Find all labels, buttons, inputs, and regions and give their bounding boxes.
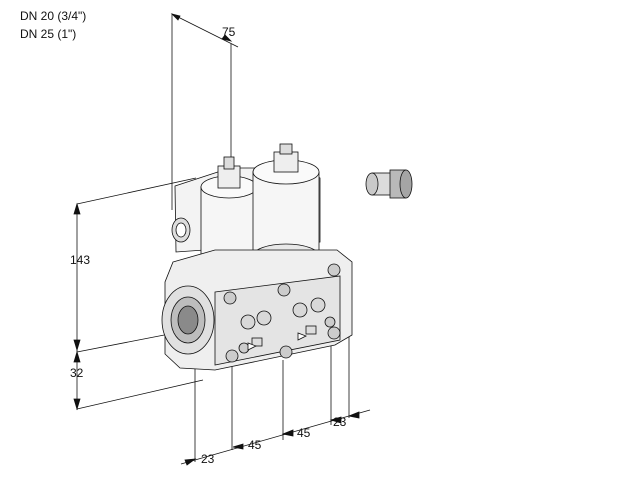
dimension-143: 143 — [70, 253, 91, 267]
dimension-45-second: 45 — [297, 426, 311, 440]
dimension-75: 75 — [222, 25, 236, 39]
header-dn20: DN 20 (3/4") — [20, 9, 87, 23]
cable-gland — [365, 169, 413, 199]
header-dn25: DN 25 (1") — [20, 27, 77, 41]
dimension-32: 32 — [70, 366, 84, 380]
dimension-45-first: 45 — [248, 438, 262, 452]
dimension-23-right: 23 — [333, 415, 347, 429]
dimension-23-left: 23 — [201, 452, 215, 466]
